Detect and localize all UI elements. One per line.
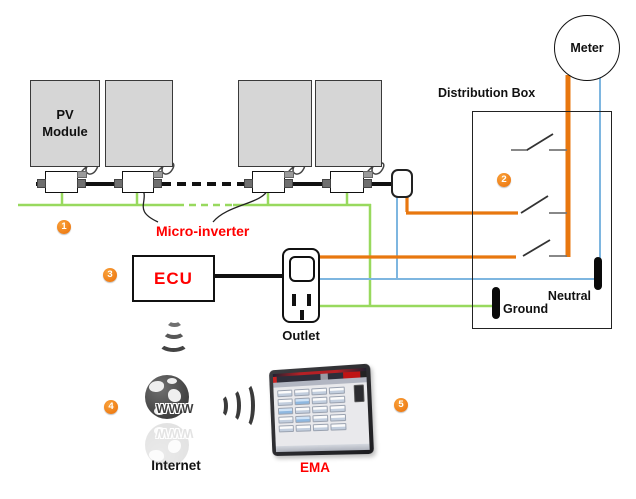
connector-stub [153, 179, 162, 188]
ground-label: Ground [503, 302, 549, 316]
connector-stub [77, 171, 87, 178]
ema-screen-tile [330, 423, 347, 431]
outlet-label: Outlet [282, 328, 320, 343]
neutral-label: Neutral [547, 289, 591, 303]
ema-screen-content [273, 382, 369, 446]
ema-screen-tile [311, 396, 328, 405]
continent-shape [168, 389, 181, 402]
continent-shape [167, 378, 177, 384]
meter-label: Meter [570, 41, 604, 55]
connector-stub [114, 179, 123, 188]
connector-stub [284, 171, 294, 178]
ema-screen-tile [295, 415, 311, 423]
ema-monitor [268, 363, 375, 457]
neutral-wire-blue [319, 78, 601, 280]
ema-screen [272, 367, 370, 453]
connector-stub [153, 171, 163, 178]
internet-globe-reflection: WWW [145, 421, 195, 467]
continent-shape [149, 450, 164, 461]
pv-panel-4 [315, 80, 382, 167]
connector-stub [77, 179, 86, 188]
ema-screen-tile [312, 414, 329, 423]
ema-screen-tile [277, 407, 294, 415]
wifi-arc [238, 382, 255, 429]
micro-inverter-3 [244, 171, 294, 193]
ecu-label: ECU [154, 268, 193, 288]
distribution-box [472, 111, 612, 329]
outlet-slot [307, 294, 311, 306]
outlet-ground-slot [300, 310, 304, 320]
continent-shape [168, 440, 181, 453]
micro-inverter-4 [322, 171, 373, 193]
step-badge-2: 2 [497, 173, 511, 187]
ecu-box: ECU [132, 255, 215, 302]
ac-line-wire-orange [319, 75, 571, 259]
pv-module-label: PV Module [42, 106, 88, 139]
micro-inverter-2 [114, 171, 163, 193]
globe-sphere [145, 375, 189, 419]
ema-screen-tile [278, 425, 295, 433]
ema-screen-tile [311, 387, 328, 396]
breaker-switch-symbols [511, 133, 567, 257]
pv-panel-3 [238, 80, 312, 167]
ema-screen-tile [295, 424, 312, 432]
outlet-faceplate [289, 256, 315, 282]
ema-screen-tile [294, 388, 310, 397]
outlet-slot [292, 294, 296, 306]
micro-inverter-1 [37, 171, 87, 193]
trunk-end-cap [391, 169, 413, 198]
neutral-bus-bar [594, 257, 602, 290]
ema-screen-tile [329, 395, 346, 404]
ema-screen-tile [278, 416, 294, 424]
ema-screen-tile [277, 398, 293, 407]
step-badge-4: 4 [104, 400, 118, 414]
micro-inverter-label: Micro-inverter [156, 223, 250, 239]
ema-device-thumbnail [353, 384, 365, 403]
connector-stub [244, 179, 253, 188]
wifi-signal-right-icon [216, 382, 262, 430]
ema-tile-grid [277, 386, 347, 433]
ema-label: EMA [300, 460, 330, 475]
step-badge-5: 5 [394, 398, 408, 412]
ema-screen-tile [330, 413, 347, 422]
wifi-arc [158, 333, 189, 352]
step-badge-1: 1 [57, 220, 71, 234]
ema-screen-tile [277, 389, 293, 398]
wifi-signal-down-icon [155, 314, 195, 356]
www-text: WWW [156, 402, 195, 416]
ema-screen-tile [294, 397, 311, 406]
ema-screen-tile [329, 386, 346, 395]
www-text-reflection: WWW [156, 426, 195, 440]
connector-stub [363, 179, 372, 188]
ema-screen-tile [312, 423, 329, 432]
distribution-box-label: Distribution Box [438, 86, 536, 100]
step-badge-3: 3 [103, 268, 117, 282]
connector-stub [37, 179, 46, 188]
ema-screen-tile [329, 404, 347, 413]
pv-panel-2 [105, 80, 173, 167]
ground-bus-bar [492, 287, 500, 319]
continent-shape [154, 407, 165, 415]
connector-stub [322, 179, 331, 188]
ema-screen-tile [294, 406, 311, 415]
internet-globe-icon: WWW [145, 375, 195, 421]
pv-panel-1: PV Module [30, 80, 100, 167]
outlet [282, 248, 320, 323]
continent-shape [149, 381, 164, 392]
meter: Meter [554, 15, 620, 81]
ground-wire-green [18, 193, 494, 308]
ema-screen-tile [312, 405, 329, 414]
connector-stub [363, 171, 373, 178]
connector-stub [284, 179, 293, 188]
internet-label: Internet [151, 458, 201, 473]
